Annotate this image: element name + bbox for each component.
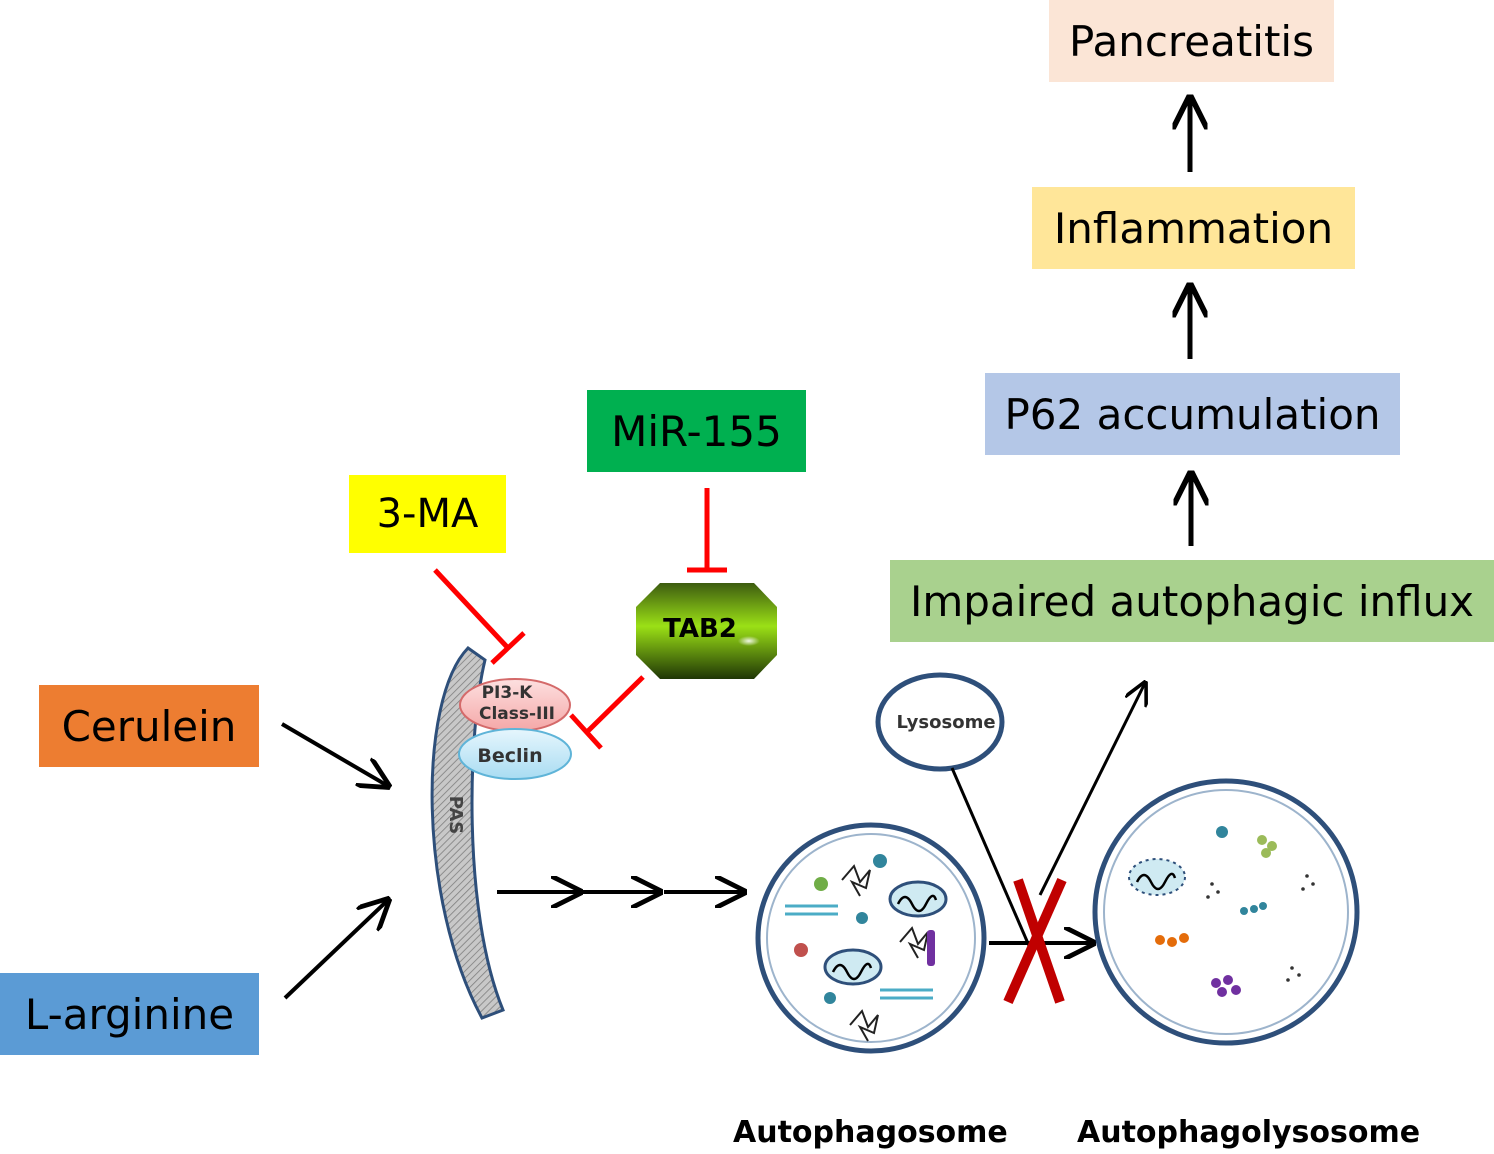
impaired-autophagic-influx-label: Impaired autophagic influx — [909, 576, 1475, 626]
pancreatitis-label: Pancreatitis — [1069, 16, 1314, 66]
er-fragment-icon — [785, 904, 933, 1000]
p62-accumulation-box: P62 accumulation — [985, 373, 1400, 455]
cascade-arrows — [1190, 98, 1191, 546]
cargo-particle-icon — [794, 854, 935, 1004]
l-arginine-box: L-arginine — [0, 973, 259, 1055]
pas-label: PAS — [445, 796, 466, 834]
p62-accumulation-label: P62 accumulation — [1004, 389, 1381, 439]
arrow-larginine-to-pas — [283, 900, 388, 1000]
degraded-cargo-icon — [1155, 826, 1315, 997]
three-ma-label: 3-MA — [376, 491, 479, 537]
mir155-box: MiR-155 — [587, 390, 806, 472]
arrow-blocked-to-impaired — [1038, 683, 1145, 896]
inhibit-mir155-tab2 — [687, 488, 727, 573]
inhibition-lines — [433, 488, 727, 750]
pi3k-node: PI3-K Class-III — [459, 678, 571, 732]
autophagosome — [755, 822, 987, 1054]
cerulein-box: Cerulein — [39, 685, 259, 767]
pi3k-label-line1: PI3-K — [482, 683, 534, 703]
autophagolysosome-caption: Autophagolysosome — [1077, 1115, 1421, 1150]
tab2-label: TAB2 — [663, 614, 737, 644]
inhibit-tab2-pi3k — [569, 675, 645, 750]
autophagosome-caption: Autophagosome — [733, 1115, 1008, 1150]
cerulein-label: Cerulein — [61, 701, 237, 751]
arrow-cerulein-to-pas — [280, 722, 388, 786]
beclin-node: Beclin — [458, 728, 572, 780]
degraded-mitochondrion-icon — [1128, 858, 1186, 896]
pi3k-label-line2: Class-III — [479, 704, 555, 724]
inflammation-box: Inflammation — [1032, 187, 1355, 269]
blocked-fusion-x-icon — [1003, 877, 1067, 1005]
tab2-node: TAB2 — [636, 583, 777, 679]
lysosome-label: Lysosome — [896, 712, 995, 733]
three-ma-box: 3-MA — [349, 475, 506, 553]
arrow-lysosome-fusion — [950, 767, 1032, 949]
l-arginine-label: L-arginine — [24, 989, 235, 1039]
impaired-autophagic-influx-box: Impaired autophagic influx — [890, 560, 1494, 642]
inhibit-3ma-pi3k — [433, 568, 526, 665]
mitochondrion-icon — [823, 880, 948, 986]
lysosome: Lysosome — [875, 672, 1005, 772]
inflammation-label: Inflammation — [1053, 203, 1334, 253]
mir155-label: MiR-155 — [611, 406, 782, 456]
autophagolysosome — [1092, 778, 1360, 1046]
beclin-label: Beclin — [477, 745, 542, 767]
pancreatitis-box: Pancreatitis — [1049, 0, 1334, 82]
